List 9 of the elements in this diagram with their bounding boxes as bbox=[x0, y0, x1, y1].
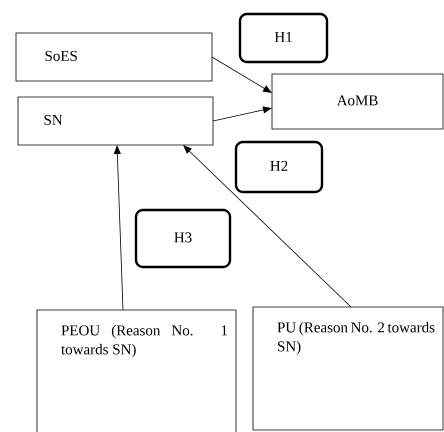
arrow bbox=[183, 145, 352, 308]
hypothesis-box: H1 bbox=[238, 12, 328, 64]
hypothesis-box: H3 bbox=[134, 208, 232, 268]
hypothesis-box: H2 bbox=[234, 140, 324, 194]
concept-box: PEOU (Reason No. 1 towards SN) bbox=[36, 310, 236, 432]
concept-box: SoES bbox=[16, 32, 212, 82]
concept-box: SN bbox=[18, 96, 214, 146]
concept-box: PU (Reason No. 2 towards SN) bbox=[252, 306, 444, 430]
concept-box: AoMB bbox=[272, 74, 444, 130]
